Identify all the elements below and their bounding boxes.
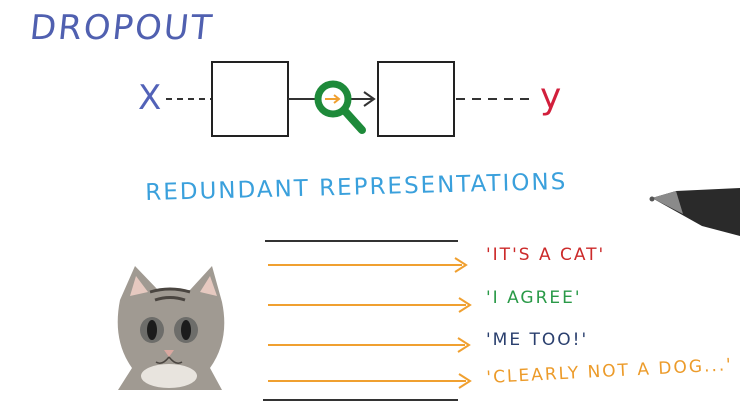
phrase-its-a-cat: 'IT'S A CAT' (486, 245, 606, 265)
output-label: y (540, 76, 562, 117)
phrase-me-too: 'ME TOO!' (486, 330, 589, 350)
arrow-head (457, 337, 471, 353)
magnifying-glass-icon (314, 80, 366, 134)
kitten-image (117, 266, 225, 390)
arrow-head (458, 373, 472, 389)
redundant-arrows (268, 257, 472, 389)
pen-icon (649, 188, 740, 236)
arrow-head (454, 257, 468, 273)
first-layer-box (211, 61, 289, 137)
middle-arrowhead (363, 91, 376, 107)
phrase-i-agree: 'I AGREE' (486, 288, 582, 308)
arrow-head (458, 297, 472, 313)
second-layer-box (377, 61, 455, 137)
input-label: X (138, 78, 162, 118)
